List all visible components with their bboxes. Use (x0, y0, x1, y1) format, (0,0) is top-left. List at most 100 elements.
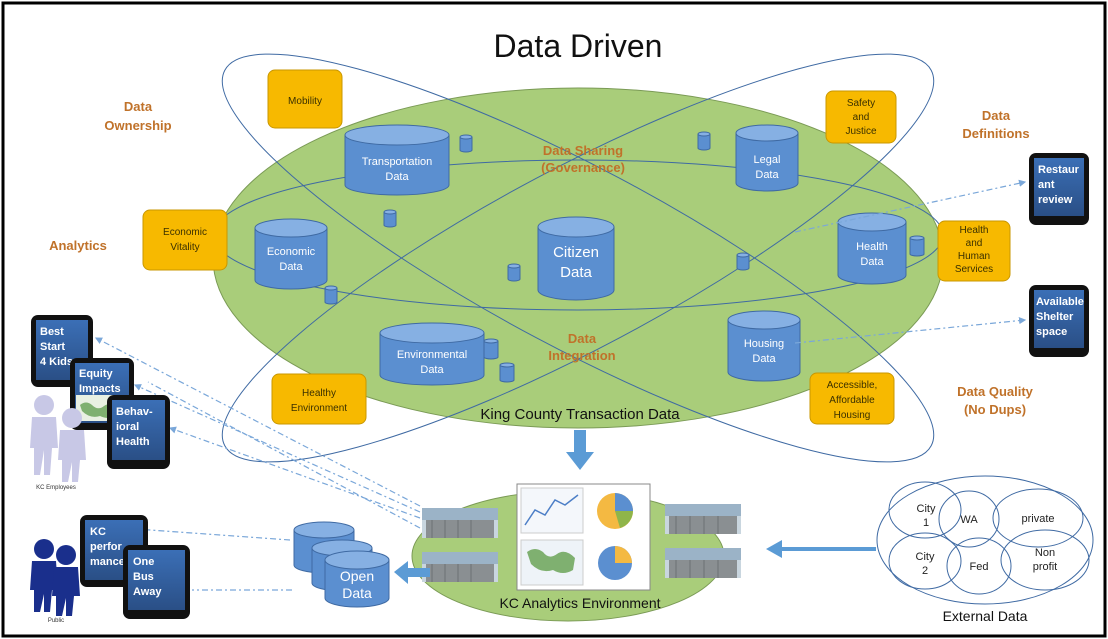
analytics-env-caption: KC Analytics Environment (499, 595, 660, 611)
cylinders-group: Transportation Data Legal Data Economic … (254, 124, 925, 386)
arrow-external-to-analytics (766, 540, 876, 558)
public-label: Public (48, 618, 64, 624)
ownership-line1: Data (124, 99, 153, 114)
box-safety-line2: and (853, 112, 870, 123)
cylinder-legal-line1: Legal (754, 154, 781, 166)
box-economic-vitality-line1: Economic (163, 227, 207, 238)
cylinder-legal-line2: Data (755, 169, 779, 181)
ext-city2-line1: City (916, 551, 935, 563)
phone-kc-perf-line1: KC (90, 526, 106, 538)
data-sharing-line2: (Governance) (541, 160, 625, 175)
box-safety: Safety and Justice (825, 90, 897, 144)
transaction-data-caption: King County Transaction Data (480, 406, 680, 423)
external-data-caption: External Data (943, 608, 1028, 624)
phone-behavioral-line1: Behav- (116, 406, 153, 418)
outcome-boxes: Mobility Safety and Justice Economic Vit… (142, 69, 1011, 425)
cylinder-health: Health Data (837, 212, 907, 285)
employee-person-2 (58, 408, 86, 482)
box-housing-afford-line1: Accessible, (827, 380, 878, 391)
box-health-human-line1: Health (960, 225, 989, 236)
definitions-line1: Data (982, 108, 1011, 123)
warehouse-4 (665, 548, 741, 578)
cylinder-environmental-line2: Data (420, 364, 444, 376)
phone-behavioral-line2: ioral (116, 421, 139, 433)
ext-private: private (1021, 513, 1054, 525)
employee-figures: KC Employees (30, 395, 86, 491)
cylinder-housing-line1: Housing (744, 338, 784, 350)
phone-shelter-line2: Shelter (1036, 311, 1074, 323)
box-health-human: Health and Human Services (937, 220, 1011, 282)
external-data-cluster: City 1 WA private City 2 Fed Non profit … (876, 475, 1094, 624)
data-integration-line2: Integration (548, 348, 615, 363)
box-healthy-env-line1: Healthy (302, 388, 336, 399)
ext-city1-line1: City (917, 503, 936, 515)
public-person-2 (52, 545, 80, 616)
phone-restaurant-line2: ant (1038, 179, 1055, 191)
data-sharing-line1: Data Sharing (543, 143, 623, 158)
phone-shelter: Available Shelter space (1029, 285, 1089, 357)
ext-fed: Fed (970, 561, 989, 573)
phone-kc-perf-line2: perfor (90, 541, 123, 553)
box-healthy-env-line2: Environment (291, 403, 347, 414)
ext-nonprofit-line2: profit (1033, 561, 1057, 573)
cylinder-health-line2: Data (860, 256, 884, 268)
quality-line2: (No Dups) (964, 402, 1026, 417)
box-healthy-env: Healthy Environment (271, 373, 367, 425)
box-health-human-line3: Human (958, 251, 990, 262)
box-health-human-line2: and (966, 238, 983, 249)
cylinder-transportation-line2: Data (385, 171, 409, 183)
public-figures: Public (30, 539, 80, 624)
data-integration-line1: Data (568, 331, 597, 346)
phone-shelter-line3: space (1036, 326, 1067, 338)
ext-wa: WA (960, 514, 978, 526)
box-housing-afford-line3: Housing (834, 410, 871, 421)
phone-best-start-line1: Best (40, 326, 64, 338)
phone-shelter-line1: Available (1036, 296, 1084, 308)
open-data-cylinders: Open Data (293, 521, 390, 608)
open-data-line1: Open (340, 568, 374, 584)
cylinder-economic: Economic Data (254, 218, 328, 290)
cylinder-housing: Housing Data (727, 310, 801, 382)
phone-restaurant-line3: review (1038, 194, 1073, 206)
cylinder-transportation-line1: Transportation (362, 156, 433, 168)
orbit-diagonal-2 (221, 53, 935, 463)
page-title: Data Driven (494, 28, 663, 64)
phone-behavioral: Behav- ioral Health (107, 395, 170, 469)
ext-nonprofit-line1: Non (1035, 547, 1055, 559)
box-mobility-label: Mobility (288, 96, 322, 107)
citizen-line1: Citizen (553, 244, 599, 261)
down-arrow (566, 430, 594, 470)
arrow-to-open-data (394, 561, 430, 584)
small-cylinders (324, 131, 925, 383)
warehouse-2 (422, 552, 498, 582)
ext-city2-line2: 2 (922, 565, 928, 577)
phones: Restaur ant review Available Shelter spa… (31, 153, 1089, 619)
definitions-line2: Definitions (962, 126, 1029, 141)
cylinder-legal: Legal Data (735, 124, 799, 192)
box-housing-afford-line2: Affordable (829, 395, 875, 406)
cylinder-economic-line2: Data (279, 261, 303, 273)
quality-line1: Data Quality (957, 384, 1034, 399)
employee-person-1 (30, 395, 58, 475)
phone-equity: Equity Impacts (70, 358, 134, 430)
phone-one-bus: One Bus Away (123, 545, 190, 619)
phone-one-bus-line2: Bus (133, 571, 154, 583)
phone-best-start-line3: 4 Kids (40, 356, 73, 368)
warehouse-3 (665, 504, 741, 534)
cylinder-housing-line2: Data (752, 353, 776, 365)
box-economic-vitality: Economic Vitality (142, 209, 228, 271)
phone-behavioral-line3: Health (116, 436, 150, 448)
phone-restaurant-line1: Restaur (1038, 164, 1080, 176)
orbit-diagonal-1 (221, 53, 935, 463)
box-safety-line1: Safety (847, 98, 875, 109)
phone-one-bus-line3: Away (133, 586, 162, 598)
phone-equity-line1: Equity (79, 368, 113, 380)
phone-best-start-line2: Start (40, 341, 65, 353)
box-health-human-line4: Services (955, 264, 993, 275)
ownership-line2: Ownership (104, 118, 171, 133)
employees-label: KC Employees (36, 485, 76, 491)
cylinder-health-line1: Health (856, 241, 888, 253)
dashed-connectors (94, 179, 1027, 591)
